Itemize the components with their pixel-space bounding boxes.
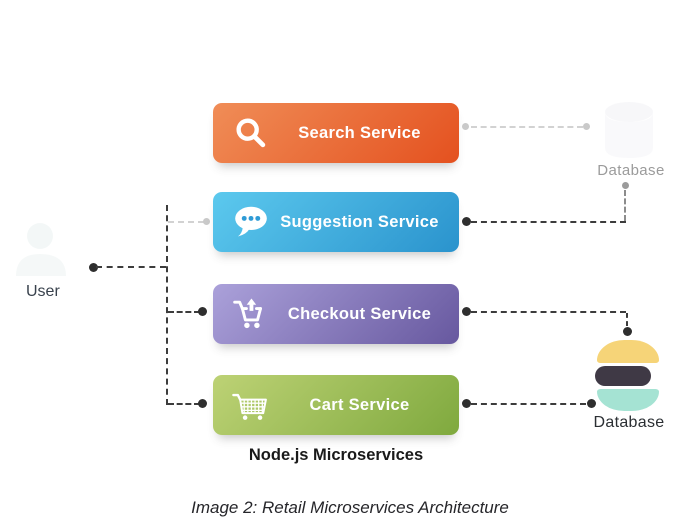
connector-suggestion-db (471, 221, 626, 223)
cart-service-node: Cart Service (213, 375, 459, 435)
suggestion-service-node: Suggestion Service (213, 192, 459, 252)
connector-dot (462, 307, 471, 316)
connector-cart-db (471, 403, 586, 405)
elasticsearch-logo-bottom (597, 389, 659, 411)
service-label: Cart Service (309, 395, 410, 414)
diagram-title: Node.js Microservices (248, 446, 424, 464)
diagram-caption: Image 2: Retail Microservices Architectu… (191, 498, 509, 517)
connector-trunk-line (166, 205, 168, 405)
service-label: Suggestion Service (280, 212, 439, 231)
shopping-cart-icon (228, 386, 274, 424)
connector-dot (198, 307, 207, 316)
checkout-service-node: Checkout Service (213, 284, 459, 344)
service-label: Checkout Service (287, 304, 432, 323)
cart-arrow-up-icon (228, 295, 274, 333)
service-label: Search Service (298, 123, 421, 142)
connector-checkout-left (168, 311, 200, 313)
search-service-node: Search Service (213, 103, 459, 163)
connector-suggestion-left (168, 221, 204, 223)
connector-dot (198, 399, 207, 408)
connector-checkout-db (471, 311, 626, 313)
search-icon (228, 114, 274, 152)
connector-dot (203, 218, 210, 225)
connector-dot (462, 123, 469, 130)
connector-dbtop-stem (624, 190, 626, 221)
elasticsearch-logo (595, 340, 661, 412)
connector-dot (622, 182, 629, 189)
connector-user-line (96, 266, 166, 268)
user-label: User (26, 283, 60, 300)
connector-dot (623, 327, 632, 336)
elasticsearch-logo-top (597, 340, 659, 363)
connector-dot (462, 399, 471, 408)
connector-dot (462, 217, 471, 226)
database-top-label: Database (597, 162, 665, 179)
chat-bubble-icon (228, 203, 274, 241)
connector-search-db (471, 126, 583, 128)
database-bottom-label: Database (593, 414, 665, 431)
connector-dot (587, 399, 596, 408)
connector-dbbottom-stem (626, 313, 628, 326)
database-faded-icon (605, 102, 653, 158)
elasticsearch-logo-middle (595, 366, 651, 386)
connector-dot (89, 263, 98, 272)
connector-dot (583, 123, 590, 130)
user-icon (16, 223, 66, 276)
connector-cart-left (168, 403, 200, 405)
